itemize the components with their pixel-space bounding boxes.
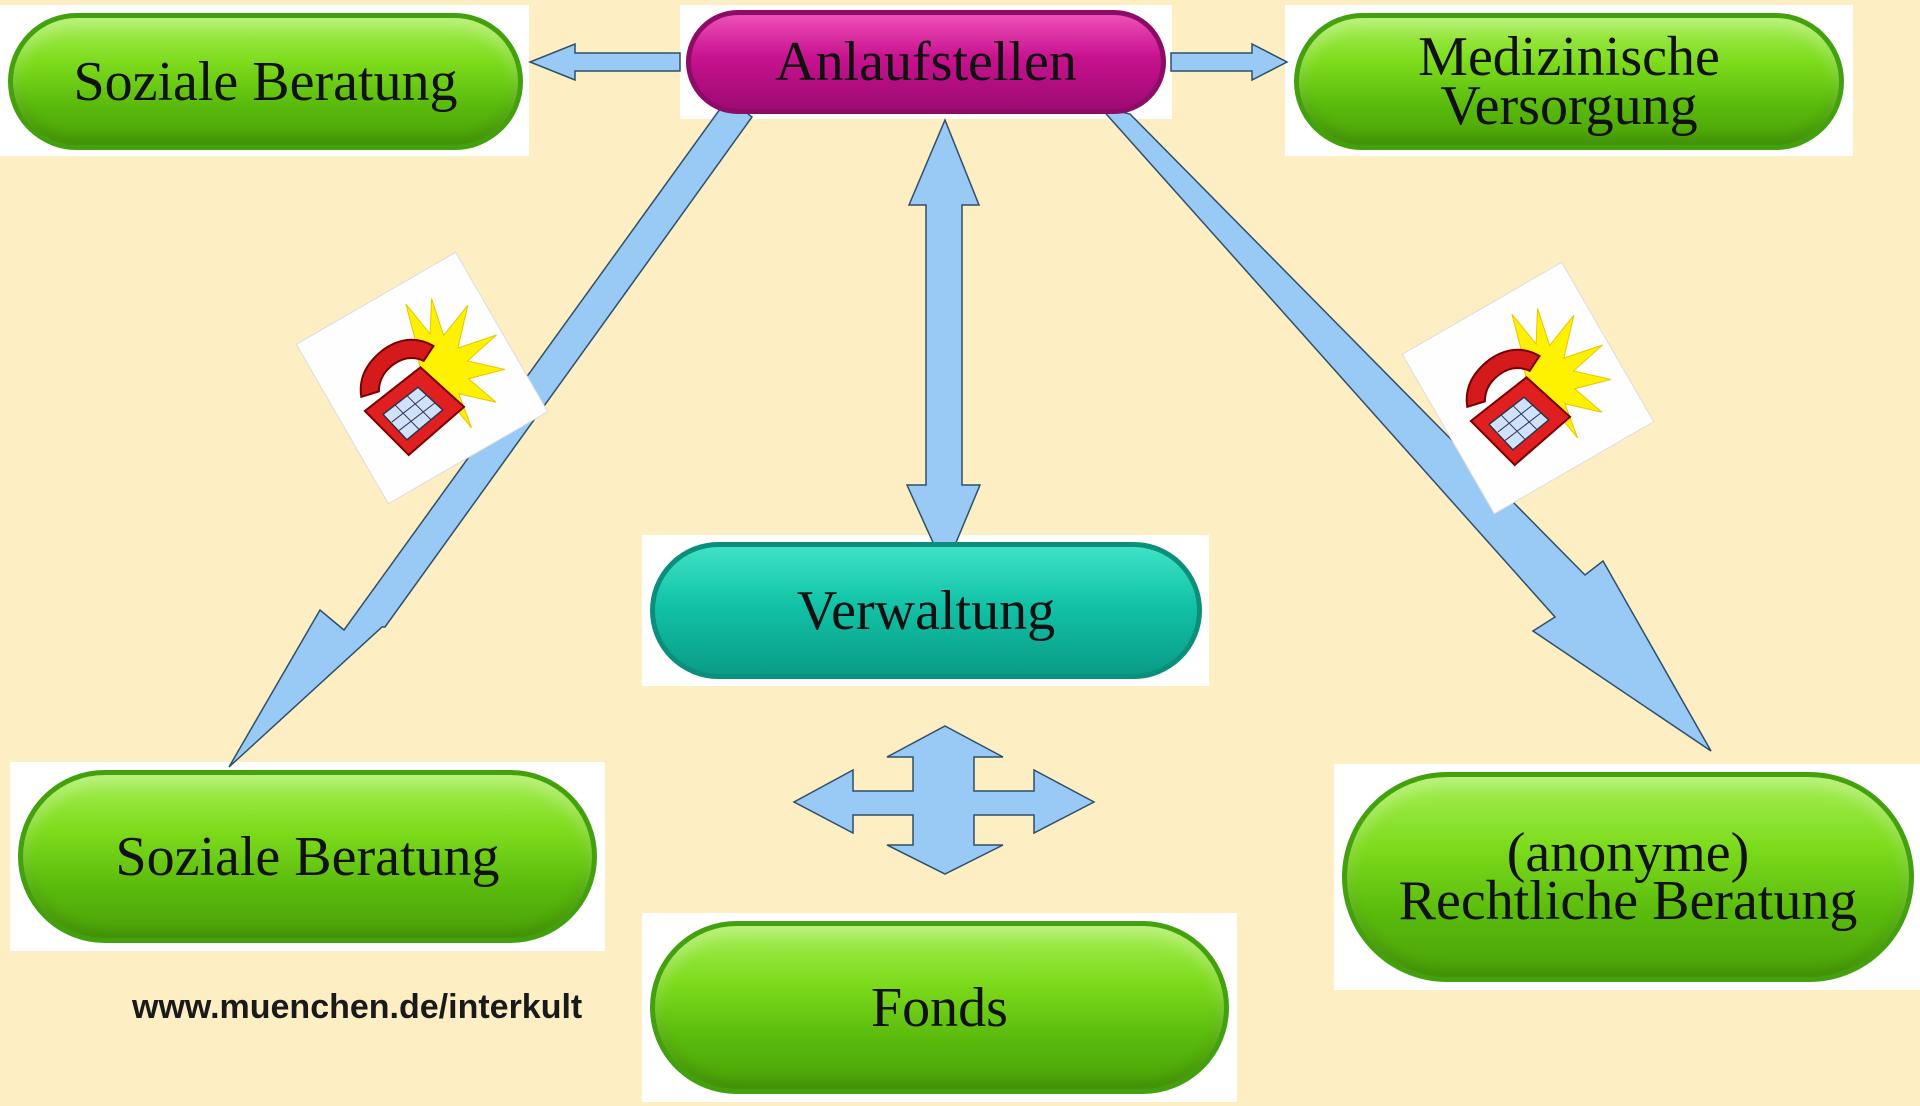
arrow-four-way [792, 725, 1096, 875]
node-medizinische-versorgung: Medizinische Versorgung [1294, 13, 1844, 150]
node-label: Anlaufstellen [775, 31, 1077, 93]
node-soziale-beratung-bottom: Soziale Beratung [18, 770, 597, 943]
arrow-to-bottom-right [1097, 105, 1712, 752]
node-label-line-2: Versorgung [1440, 74, 1698, 137]
node-label-line-2: Rechtliche Beratung [1398, 870, 1858, 932]
node-label-line-1: (anonyme) [1506, 821, 1750, 884]
node-rechtliche-beratung: (anonyme) Rechtliche Beratung [1342, 772, 1914, 982]
telephone-icon [1401, 261, 1655, 515]
arrow-to-top-right [1170, 42, 1289, 82]
node-anlaufstellen: Anlaufstellen [686, 10, 1166, 114]
node-label: Soziale Beratung [115, 825, 500, 888]
node-label: Verwaltung [796, 579, 1056, 642]
node-label: Fonds [871, 976, 1008, 1039]
node-label: Soziale Beratung [73, 50, 458, 113]
node-fonds: Fonds [650, 921, 1229, 1094]
arrow-vertical-double [905, 118, 982, 571]
node-label-line-1: Medizinische [1418, 26, 1720, 89]
telephone-icon [295, 251, 549, 505]
node-verwaltung: Verwaltung [650, 542, 1202, 679]
node-soziale-beratung-top: Soziale Beratung [8, 13, 523, 150]
arrow-to-top-left [527, 42, 681, 82]
footer-url: www.muenchen.de/interkult [132, 988, 583, 1026]
